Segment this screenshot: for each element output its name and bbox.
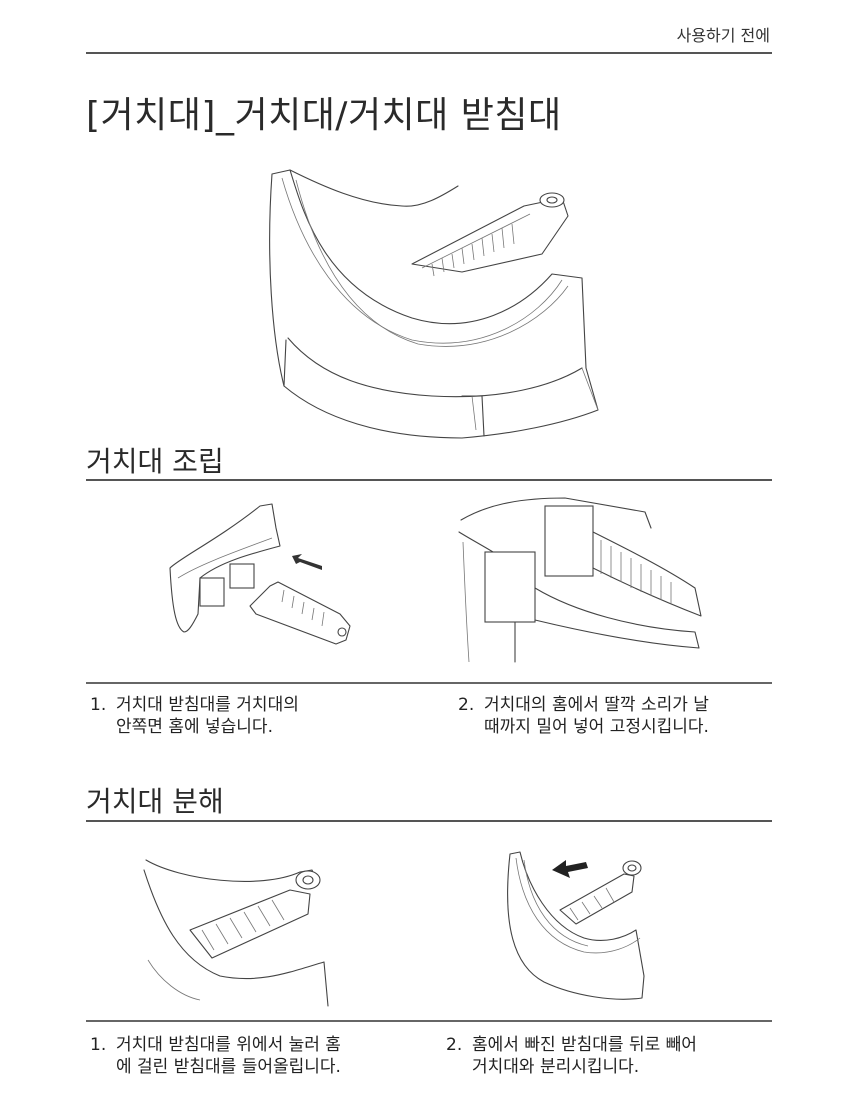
section-title-disassembly: 거치대 분해 bbox=[86, 785, 224, 818]
disassembly-step-1: 1. 거치대 받침대를 위에서 눌러 홈 에 걸린 받침대를 들어올립니다. bbox=[90, 1034, 341, 1078]
disassembly-step2-illustration bbox=[494, 846, 654, 1006]
step-number: 2. bbox=[458, 695, 475, 715]
section-divider-assembly bbox=[86, 479, 772, 481]
header-label: 사용하기 전에 bbox=[676, 26, 770, 45]
assembly-step-1: 1. 거치대 받침대를 거치대의 안쪽면 홈에 넣습니다. bbox=[90, 694, 299, 738]
section-divider-disassembly bbox=[86, 820, 772, 822]
assembly-step-2: 2. 거치대의 홈에서 딸깍 소리가 날 때까지 밀어 넣어 고정시킵니다. bbox=[458, 694, 709, 738]
assembly-step1-illustration bbox=[160, 498, 360, 658]
step-text-line2: 에 걸린 받침대를 들어올립니다. bbox=[116, 1057, 341, 1077]
assembly-step2-illustration bbox=[455, 492, 705, 664]
step-text-line2: 거치대와 분리시킵니다. bbox=[472, 1057, 640, 1077]
section-title-assembly: 거치대 조립 bbox=[86, 445, 224, 478]
disassembly-step1-illustration bbox=[140, 850, 330, 1010]
step-text-line1: 거치대의 홈에서 딸깍 소리가 날 bbox=[484, 695, 709, 715]
step-number: 1. bbox=[90, 695, 107, 715]
step-text-line1: 홈에서 빠진 받침대를 뒤로 빼어 bbox=[472, 1035, 697, 1055]
disassembly-step-2: 2. 홈에서 빠진 받침대를 뒤로 빼어 거치대와 분리시킵니다. bbox=[446, 1034, 697, 1078]
step-text-line2: 안쪽면 홈에 넣습니다. bbox=[116, 717, 273, 737]
stand-illustration bbox=[262, 168, 608, 444]
step-text-line1: 거치대 받침대를 위에서 눌러 홈 bbox=[116, 1035, 341, 1055]
step-text-line2: 때까지 밀어 넣어 고정시킵니다. bbox=[484, 717, 709, 737]
page-title: [거치대]_거치대/거치대 받침대 bbox=[86, 95, 562, 136]
steps-divider-disassembly bbox=[86, 1020, 772, 1022]
steps-divider-assembly bbox=[86, 682, 772, 684]
step-number: 2. bbox=[446, 1035, 463, 1055]
header-divider bbox=[86, 52, 772, 54]
step-number: 1. bbox=[90, 1035, 107, 1055]
step-text-line1: 거치대 받침대를 거치대의 bbox=[116, 695, 299, 715]
